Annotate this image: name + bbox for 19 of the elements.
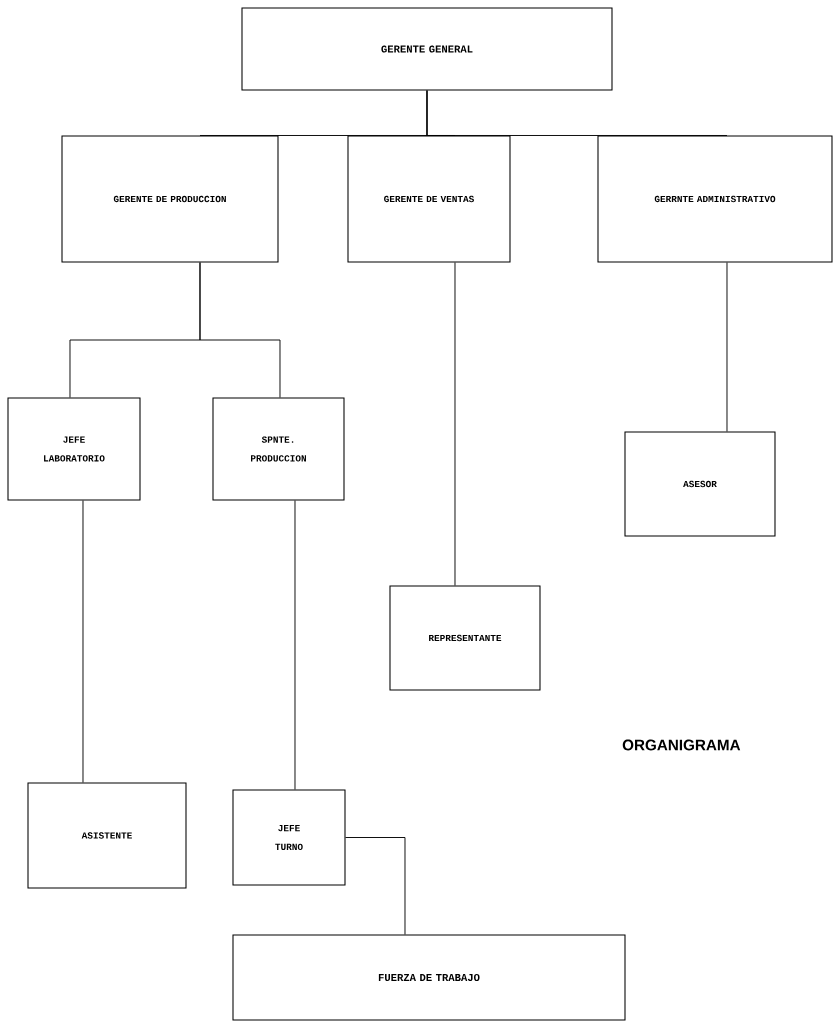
position-box: FUERZA DE TRABAJO xyxy=(232,934,626,1021)
chart-title: ORGANIGRAMA xyxy=(622,739,741,751)
position-box: GERENTE GENERAL xyxy=(241,7,613,91)
connector-line xyxy=(426,90,728,136)
connector-line xyxy=(454,262,456,586)
position-box: GERRNTE ADMINISTRATIVO xyxy=(597,135,833,263)
position-box: ASESOR xyxy=(624,431,776,537)
connector-line xyxy=(345,837,406,935)
connector-line xyxy=(726,262,728,432)
connector-line xyxy=(199,262,281,398)
position-box: SPNTE. PRODUCCION xyxy=(212,397,345,501)
position-box: REPRESENTANTE xyxy=(389,585,541,691)
connector-line xyxy=(82,500,84,783)
position-box: GERENTE DE PRODUCCION xyxy=(61,135,279,263)
position-box: GERENTE DE VENTAS xyxy=(347,135,511,263)
position-box: JEFE TURNO xyxy=(232,789,346,886)
position-box: ASISTENTE xyxy=(27,782,187,889)
position-box: JEFE LABORATORIO xyxy=(7,397,141,501)
connector-line xyxy=(294,500,296,790)
